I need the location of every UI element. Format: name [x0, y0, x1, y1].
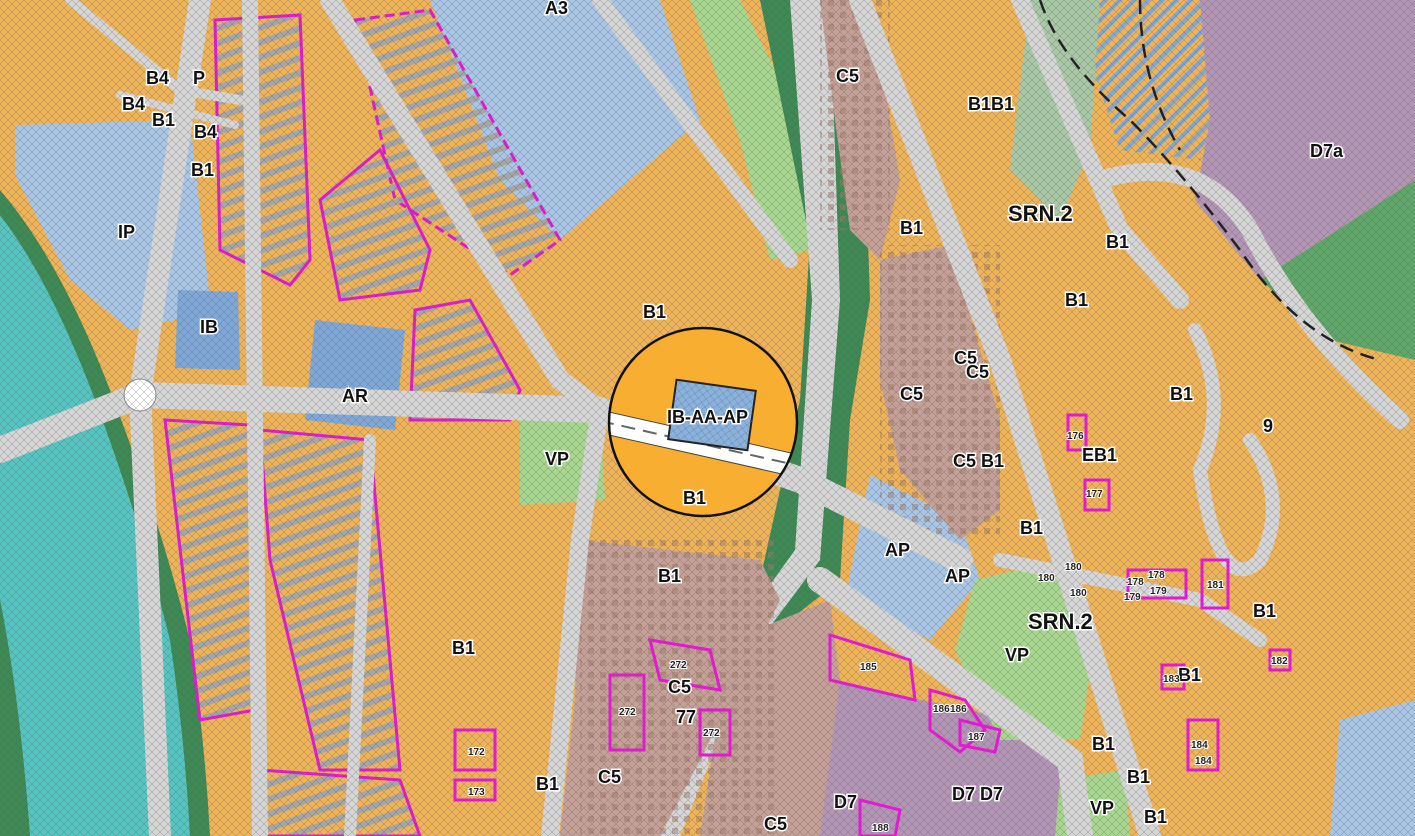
plot-number: 188 — [872, 823, 889, 834]
plot-number: 183 — [1163, 674, 1180, 685]
plot-number: 180 — [1038, 573, 1055, 584]
highlight-circle-area[interactable] — [600, 326, 800, 518]
label-c5: C5 — [836, 66, 859, 86]
label-c5: C5 — [966, 362, 989, 382]
label-d7a: D7a — [1310, 141, 1344, 161]
plot-number: 181 — [1207, 580, 1224, 591]
label-b4: B4 — [122, 94, 145, 114]
plot-number: 179 — [1150, 586, 1167, 597]
label-d7-d7: D7 D7 — [952, 784, 1003, 804]
plot-number: 180 — [1070, 588, 1087, 599]
label-c5: C5 — [900, 384, 923, 404]
label-b1: B1 — [1065, 290, 1088, 310]
label-b1: B1 — [658, 566, 681, 586]
label-ib-aa-ap: IB-AA-AP — [667, 407, 748, 427]
small-plots — [453, 413, 1292, 836]
label-c5: C5 — [764, 814, 787, 834]
boundary-lines — [1038, 0, 1381, 362]
plot-number: 177 — [1086, 489, 1103, 500]
label-a3: A3 — [545, 0, 568, 18]
label-b1: B1 — [683, 488, 706, 508]
label-b1: B1 — [1092, 734, 1115, 754]
label-b4: B4 — [146, 68, 169, 88]
label-b1: B1 — [1020, 518, 1043, 538]
plot-number: 173 — [468, 787, 485, 798]
plot-number: 182 — [1271, 656, 1288, 667]
plot-number: 178 — [1127, 577, 1144, 588]
plot-number: 185 — [860, 662, 877, 673]
label-b1: B1 — [536, 774, 559, 794]
label-b1: B1 — [1127, 767, 1150, 787]
plot-number: 176 — [1067, 431, 1084, 442]
label-ap: AP — [885, 540, 910, 560]
plot-number: 77 — [676, 707, 696, 727]
plot-number: 272 — [619, 707, 636, 718]
label-b1: B1 — [191, 160, 214, 180]
label-c5: C5 — [954, 348, 977, 368]
label-ib: IB — [200, 317, 218, 337]
plot-numbers: 176 177 178 178 179 179 180 180 180 181 … — [467, 430, 1289, 835]
label-d7: D7 — [834, 792, 857, 812]
label-c5: C5 — [668, 677, 691, 697]
label-b1: B1 — [1178, 665, 1201, 685]
plot-number: 187 — [968, 732, 985, 743]
plot-number: 186 — [933, 704, 950, 715]
label-b1: B1 — [643, 302, 666, 322]
plot-number: 272 — [670, 660, 687, 671]
plot-number: 180 — [1065, 562, 1082, 573]
plot-number: 184 — [1191, 740, 1208, 751]
plot-number: 179 — [1124, 592, 1141, 603]
label-b1: B1 — [1106, 232, 1129, 252]
plot-number: 178 — [1148, 570, 1165, 581]
label-b1: B1 — [1170, 384, 1193, 404]
label-eb1: EB1 — [1082, 445, 1117, 465]
plot-number: 272 — [703, 728, 720, 739]
label-b1: B1 — [900, 218, 923, 238]
label-b1: B1 — [1253, 601, 1276, 621]
label-vp: VP — [545, 449, 569, 469]
label-9: 9 — [1263, 416, 1273, 436]
plot-number: 172 — [468, 747, 485, 758]
label-c5: C5 — [598, 767, 621, 787]
label-vp: VP — [1005, 645, 1029, 665]
label-ar: AR — [342, 386, 368, 406]
label-b1: B1 — [152, 110, 175, 130]
label-b4: B4 — [194, 122, 217, 142]
label-c5-b1: C5 B1 — [953, 451, 1004, 471]
plot-number: 184 — [1195, 756, 1212, 767]
label-ip: IP — [118, 222, 135, 242]
plot-number: 186 — [950, 704, 967, 715]
label-b1: B1 — [452, 638, 475, 658]
label-vp: VP — [1090, 798, 1114, 818]
label-srn2: SRN.2 — [1028, 609, 1093, 634]
zone-labels: A3 B4 P B4 B1 B4 B1 IP IB AR VP B1 IB-AA… — [117, 0, 1346, 836]
label-p: P — [193, 68, 205, 88]
label-b1b1: B1B1 — [968, 94, 1014, 114]
label-b1: B1 — [1144, 807, 1167, 827]
label-ap: AP — [945, 566, 970, 586]
label-srn2: SRN.2 — [1008, 201, 1073, 226]
